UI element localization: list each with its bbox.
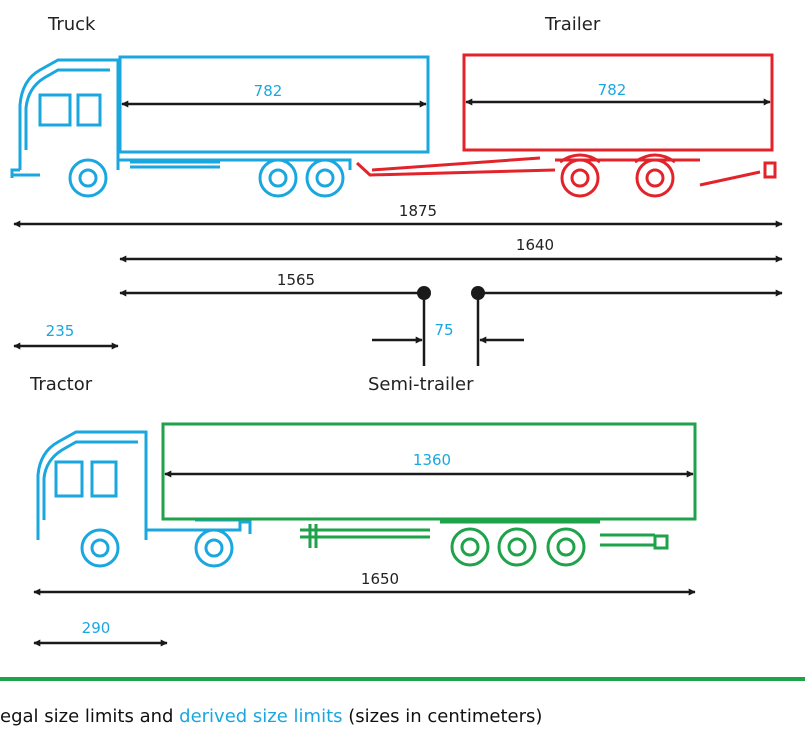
truck-graphic: [10, 55, 430, 198]
tractor-cab-overhang-dim: 290: [82, 619, 111, 637]
caption-part3: (sizes in centimeters): [343, 706, 543, 727]
tractor-graphic: [36, 430, 252, 568]
caption-part1: egal size limits and: [0, 706, 179, 727]
trailer-label: Trailer: [544, 14, 601, 35]
truck-to-coupling-dim: 1565: [277, 271, 315, 289]
caption: egal size limits and derived size limits…: [0, 706, 542, 727]
total-tractor-semi-dim: 1650: [361, 570, 399, 588]
truck-body-dim: 782: [254, 82, 283, 100]
trailer-graphic: [355, 53, 777, 198]
total-truck-trailer-dim: 1875: [399, 202, 437, 220]
trailer-overall-dim: 1640: [516, 236, 554, 254]
truck-label: Truck: [47, 14, 96, 35]
caption-divider: [0, 677, 805, 681]
semi-trailer-graphic: [161, 422, 697, 567]
truck-cab-overhang-dim: 235: [46, 322, 75, 340]
semi-trailer-label: Semi-trailer: [368, 374, 474, 395]
semi-body-dim: 1360: [413, 451, 451, 469]
caption-derived-limits: derived size limits: [179, 706, 342, 727]
trailer-body-dim: 782: [598, 81, 627, 99]
coupling-gap-dim: 75: [434, 321, 453, 339]
tractor-label: Tractor: [29, 374, 93, 395]
